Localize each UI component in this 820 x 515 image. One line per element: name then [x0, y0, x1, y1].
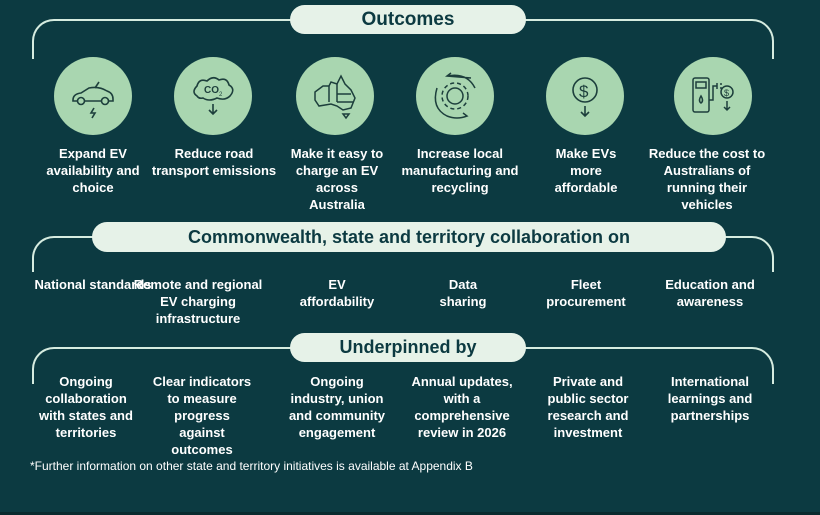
outcome-label: Reduce road transport emissions	[151, 146, 277, 178]
underpinned-heading: Underpinned by	[290, 333, 526, 362]
collaboration-heading: Commonwealth, state and territory collab…	[92, 222, 726, 252]
electric-car-icon	[54, 57, 132, 135]
collaboration-item: Remote and regional EV charging infrastr…	[133, 277, 263, 326]
underpinned-item: Ongoing industry, union and community en…	[288, 374, 386, 440]
underpinned-item: International learnings and partnerships	[667, 374, 753, 423]
svg-text:$: $	[579, 82, 589, 101]
underpinned-item: Private and public sector research and i…	[547, 374, 629, 440]
outcome-label: Increase local manufacturing and recycli…	[401, 146, 519, 195]
underpinned-item: Clear indicators to measure progress aga…	[152, 374, 252, 457]
gear-recycle-icon	[416, 57, 494, 135]
charger-cost-icon: $	[674, 57, 752, 135]
outcomes-heading: Outcomes	[290, 5, 526, 34]
outcome-label: Expand EV availability and choice	[46, 146, 140, 195]
underpinned-item: Ongoing collaboration with states and te…	[39, 374, 133, 440]
outcome-label: Make EVs more affordable	[554, 146, 618, 195]
svg-text:2: 2	[219, 92, 223, 98]
dollar-down-icon: $	[546, 57, 624, 135]
collaboration-item: EV affordability	[299, 277, 375, 309]
collaboration-item: Fleet procurement	[546, 277, 626, 309]
australia-map-icon	[296, 57, 374, 135]
collaboration-item: Education and awareness	[665, 277, 755, 309]
collaboration-item: National standards	[34, 277, 152, 292]
bottom-strip	[0, 512, 820, 515]
outcome-label: Make it easy to charge an EV across Aust…	[290, 146, 384, 212]
collaboration-item: Data sharing	[439, 277, 487, 309]
svg-text:CO: CO	[204, 85, 219, 96]
footnote: *Further information on other state and …	[30, 459, 473, 473]
svg-text:$: $	[724, 88, 729, 98]
underpinned-item: Annual updates, with a comprehensive rev…	[411, 374, 513, 440]
outcome-label: Reduce the cost to Australians of runnin…	[648, 146, 766, 212]
